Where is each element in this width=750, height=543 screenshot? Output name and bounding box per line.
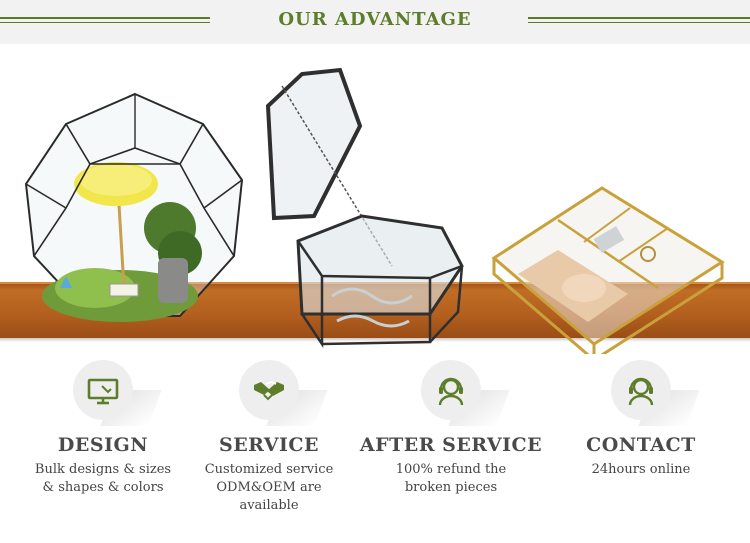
hexagon-glass-box-image: [265, 67, 464, 349]
feature-contact: CONTACT 24hours online: [546, 360, 736, 479]
section-header: OUR ADVANTAGE: [0, 0, 750, 44]
feature-description: Bulk designs & sizes & shapes & colors: [8, 461, 198, 497]
shelf-shadow: [0, 338, 750, 342]
feature-line: 24hours online: [591, 462, 691, 477]
feature-description: 100% refund the broken pieces: [356, 461, 546, 497]
header-rule-right-thin: [528, 22, 750, 23]
geometric-terrarium-image: [24, 92, 244, 322]
feature-design: DESIGN Bulk designs & sizes & shapes & c…: [8, 360, 198, 497]
product-scene: [0, 44, 750, 354]
feature-line: 100% refund the: [395, 462, 507, 477]
page-title: OUR ADVANTAGE: [278, 9, 472, 30]
header-rule-right: [528, 17, 750, 19]
feature-line: Customized service: [204, 462, 334, 477]
handshake-icon: [254, 381, 284, 401]
feature-description: Customized service ODM&OEM are available: [174, 461, 364, 515]
feature-line: ODM&OEM are: [216, 480, 322, 495]
feature-line: broken pieces: [404, 480, 498, 495]
feature-line: Bulk designs & sizes: [34, 462, 172, 477]
icon-circle: [73, 360, 133, 420]
header-rule-left: [0, 17, 210, 19]
header-rule-left-thin: [0, 22, 210, 23]
feature-title: CONTACT: [586, 434, 696, 456]
feature-service: SERVICE Customized service ODM&OEM are a…: [174, 360, 364, 515]
icon-circle: [421, 360, 481, 420]
feature-icon-wrap: [611, 360, 700, 426]
brass-glass-tray-image: [491, 186, 725, 354]
feature-line: & shapes & colors: [42, 480, 164, 495]
feature-icon-wrap: [73, 360, 162, 426]
headset-icon: [438, 377, 464, 406]
feature-after-service: AFTER SERVICE 100% refund the broken pie…: [356, 360, 546, 497]
feature-icon-wrap: [421, 360, 510, 426]
feature-description: 24hours online: [546, 461, 736, 479]
feature-line: available: [239, 498, 299, 513]
icon-circle: [611, 360, 671, 420]
feature-title: DESIGN: [57, 434, 149, 456]
feature-title: AFTER SERVICE: [359, 434, 543, 456]
display-icon: [87, 378, 119, 405]
headset-icon: [628, 377, 654, 406]
feature-title: SERVICE: [218, 434, 320, 456]
feature-icon-wrap: [239, 360, 328, 426]
